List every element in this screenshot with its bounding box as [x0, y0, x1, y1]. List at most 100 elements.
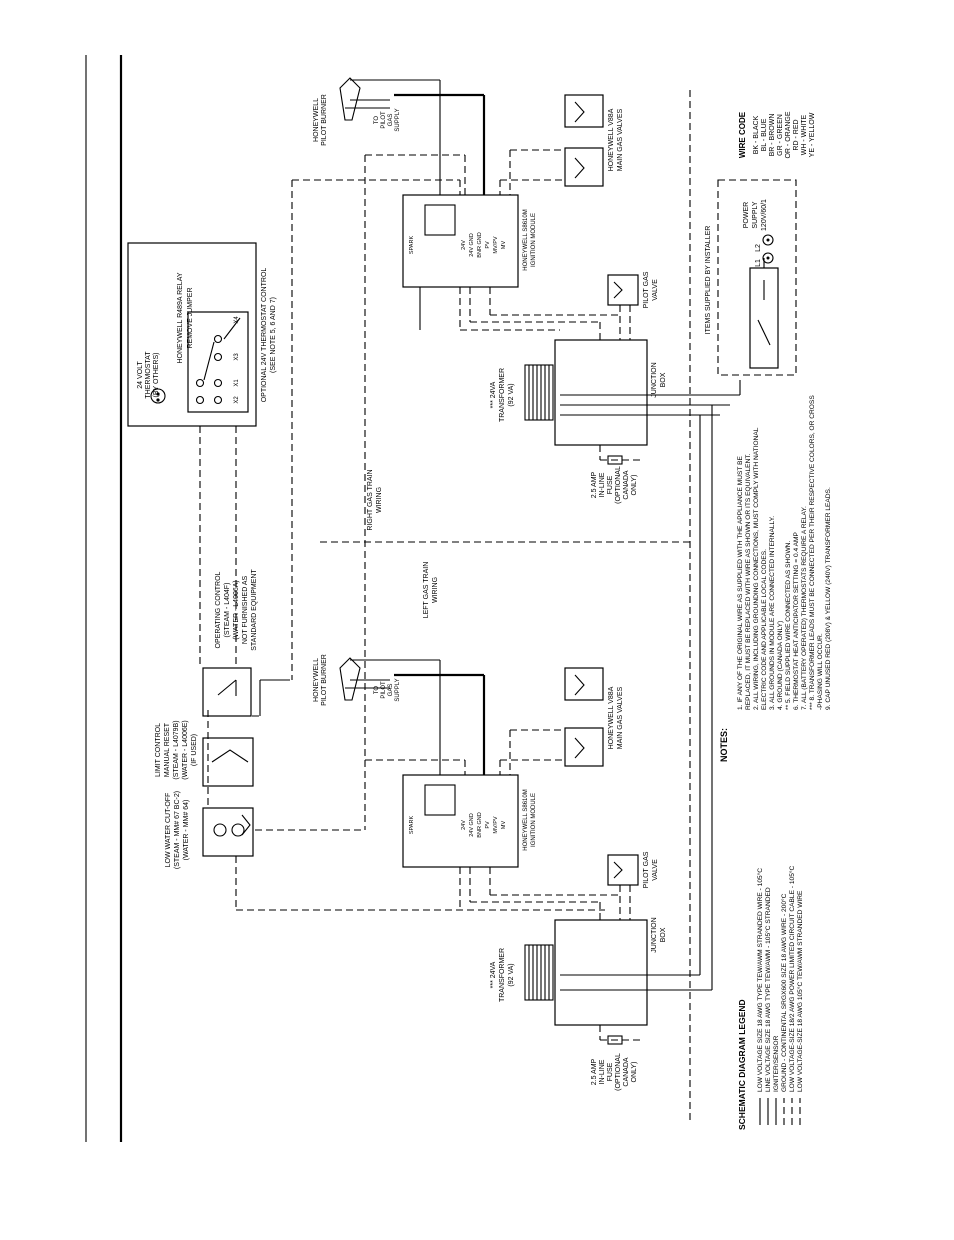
left-module-term-bnrgnd: BNR GND — [477, 812, 483, 837]
right-module-name-1: HONEYWELL S8610M — [523, 209, 529, 270]
right-gas-train: HONEYWELL PILOT BURNER TO PILOT GAS SUPP… — [291, 77, 667, 830]
power-supply-label-2: SUPPLY — [752, 201, 759, 228]
operating-label-2: (STEAM - L404F) — [224, 583, 231, 638]
right-junction-label-1: JUNCTION — [651, 362, 658, 397]
legend-item-3: IGNITER/SENSOR — [773, 1035, 780, 1092]
right-pilot-supply-2: PILOT — [381, 111, 387, 129]
lwco-label-3: (WATER - MM# 64) — [183, 800, 190, 861]
right-module-term-24vgnd: 24V GND — [469, 233, 475, 257]
legend-item-2: LINE VOLTAGE SIZE 18 AWG TYPE TEW/AWM - … — [764, 887, 772, 1092]
legend-item-5: LOW VOLTAGE-SIZE 18/2 AWG POWER LIMITED … — [788, 866, 796, 1092]
wire-code-1: BK - BLACK — [753, 115, 760, 154]
right-main-valves-label-1: HONEYWELL V88A — [608, 108, 615, 171]
left-pilot-supply-1: TO — [374, 686, 380, 695]
right-module-term-mvpv: MV/PV — [493, 236, 499, 253]
left-module-name-2: IGNITION MODULE — [531, 793, 537, 847]
jumper-label: REMOVE JUMPER — [187, 287, 194, 348]
wire-code-3: BR - BROWN — [769, 114, 776, 157]
schematic-legend: SCHEMATIC DIAGRAM LEGEND LOW VOLTAGE SIZ… — [737, 866, 804, 1130]
right-module-term-bnrgnd: BNR GND — [477, 232, 483, 257]
left-junction-label-2: BOX — [660, 927, 667, 942]
left-main-valves-label-2: MAIN GAS VALVES — [617, 686, 624, 749]
right-module-term-mv: MV — [501, 241, 507, 250]
right-pilot-supply-1: TO — [374, 116, 380, 125]
safety-controls: LOW WATER CUT-OFF (STEAM - MM# 67 BC-2) … — [155, 426, 605, 911]
right-module-name-2: IGNITION MODULE — [531, 213, 537, 267]
left-ignition-module — [402, 774, 519, 868]
right-fuse-label-3: FUSE — [607, 475, 614, 494]
note-line-9: 7. ALL (BATTERY OPERATED) THERMOSTATS RE… — [801, 506, 808, 710]
left-gas-train: HONEYWELL PILOT BURNER TO PILOT GAS SUPP… — [313, 654, 667, 1091]
right-transformer-icon — [524, 364, 554, 421]
right-fuse-label-2: IN-LINE — [599, 472, 606, 497]
l1-terminal-icon — [762, 252, 774, 264]
note-line-4: ELECTRIC CODE AND APPLICABLE LOCAL CODES… — [761, 549, 768, 710]
note-line-7: ** 5. FIELD SUPPLIED WIRE CONNECTED AS S… — [785, 541, 792, 710]
left-pilot-supply-2: PILOT — [381, 681, 387, 699]
left-module-term-mv: MV — [501, 821, 507, 830]
left-fuse-label-1: 2.5 AMP — [591, 1058, 598, 1085]
legend-title: SCHEMATIC DIAGRAM LEGEND — [737, 999, 747, 1130]
left-fuse-label-3: FUSE — [607, 1062, 614, 1081]
right-pilot-valve-label-1: PILOT GAS — [643, 271, 650, 308]
wire-code-2: BL - BLUE — [761, 118, 768, 151]
thermostat-label-2: THERMOSTAT — [145, 351, 152, 399]
right-fuse-label-4: (OPTIONAL — [615, 466, 622, 504]
wire-code-5: OR - ORANGE — [785, 111, 792, 158]
thermostat-caption-2: (SEE NOTE 5, 6 AND 7) — [270, 297, 277, 373]
left-module-term-mvpv: MV/PV — [493, 816, 499, 833]
right-module-term-spark: SPARK — [409, 236, 415, 255]
installer-caption: ITEMS SUPPLIED BY INSTALLER — [705, 226, 712, 335]
left-pilot-burner-label-1: HONEYWELL — [313, 658, 320, 702]
note-line-2: REPLACED, IT MUST BE REPLACED WITH WIRE … — [745, 453, 752, 710]
right-pilot-valve-label-2: VALVE — [652, 279, 659, 301]
left-pilot-valve-label-1: PILOT GAS — [643, 851, 650, 888]
note-line-10: *** 8. TRANSFORMER LEADS MUST BE CONNECT… — [809, 395, 816, 710]
power-supply-label-3: 120V/60/1 — [761, 199, 768, 231]
power-supply-area: L2 L1 POWER SUPPLY 120V/60/1 ITEMS SUPPL… — [705, 179, 797, 376]
notes-section: NOTES: 1. IF ANY OF THE ORIGINAL WIRE AS… — [719, 395, 832, 762]
left-module-name-1: HONEYWELL S8610M — [523, 789, 529, 850]
right-pilot-burner-label-2: PILOT BURNER — [321, 94, 328, 146]
left-pilot-supply-4: SUPPLY — [395, 678, 401, 701]
terminal-x1: X1 — [234, 379, 240, 387]
left-main-valves-label-1: HONEYWELL V88A — [608, 686, 615, 749]
left-module-term-24vgnd: 24V GND — [469, 813, 475, 837]
left-transformer-label-2: TRANSFORMER — [499, 948, 506, 1002]
thermostat-caption-1: OPTIONAL 24V THERMOSTAT CONTROL — [261, 268, 268, 403]
operating-label-3: (WATER - L4006A) — [233, 580, 240, 640]
wire-code-7: WH - WHITE — [801, 114, 808, 155]
left-module-term-pv: PV — [485, 821, 491, 829]
left-pilot-valve-label-2: VALVE — [652, 859, 659, 881]
wire-code-table: WIRE CODE BK - BLACK BL - BLUE BR - BROW… — [738, 111, 816, 158]
note-line-6: 4. GROUND (CANADA ONLY) — [777, 621, 784, 710]
limit-label-3: (STEAM - L4079B) — [173, 720, 180, 779]
note-line-11: -PHASING WILL OCCUR. — [817, 633, 824, 710]
left-transformer-icon — [524, 944, 554, 1001]
thermostat-label-1: 24 VOLT — [137, 361, 144, 389]
operating-label-4: NOT FURNISHED AS — [242, 576, 249, 645]
limit-label-5: (IF USED) — [191, 734, 198, 766]
right-pilot-burner-label-1: HONEYWELL — [313, 98, 320, 142]
right-pilot-supply-4: SUPPLY — [395, 108, 401, 131]
l2-terminal-icon — [762, 234, 774, 246]
limit-label-4: (WATER - L4006E) — [182, 720, 189, 780]
l2-label: L2 — [755, 244, 762, 252]
left-fuse-label-4: (OPTIONAL — [615, 1053, 622, 1091]
right-module-term-pv: PV — [485, 241, 491, 249]
left-fuse-icon — [607, 1035, 623, 1045]
right-pilot-supply-3: GAS — [388, 114, 394, 127]
legend-item-1: LOW VOLTAGE SIZE 18 AWG TYPE TEW/AWM STR… — [756, 868, 764, 1092]
wire-code-4: GR - GREEN — [777, 114, 784, 156]
operating-label-5: STANDARD EQUIPMENT — [251, 569, 258, 651]
left-pilot-burner-label-2: PILOT BURNER — [321, 654, 328, 706]
train-divider: RIGHT GAS TRAIN WIRING LEFT GAS TRAIN WI… — [320, 90, 691, 1120]
right-train-label-2: WIRING — [376, 487, 383, 513]
l1-label: L1 — [755, 259, 762, 267]
left-module-term-24v: 24V — [461, 820, 467, 830]
right-fuse-label-5: CANADA — [623, 470, 630, 500]
wire-code-title: WIRE CODE — [738, 111, 747, 158]
left-module-term-spark: SPARK — [409, 816, 415, 835]
limit-label-1: LIMIT CONTROL — [155, 723, 162, 777]
